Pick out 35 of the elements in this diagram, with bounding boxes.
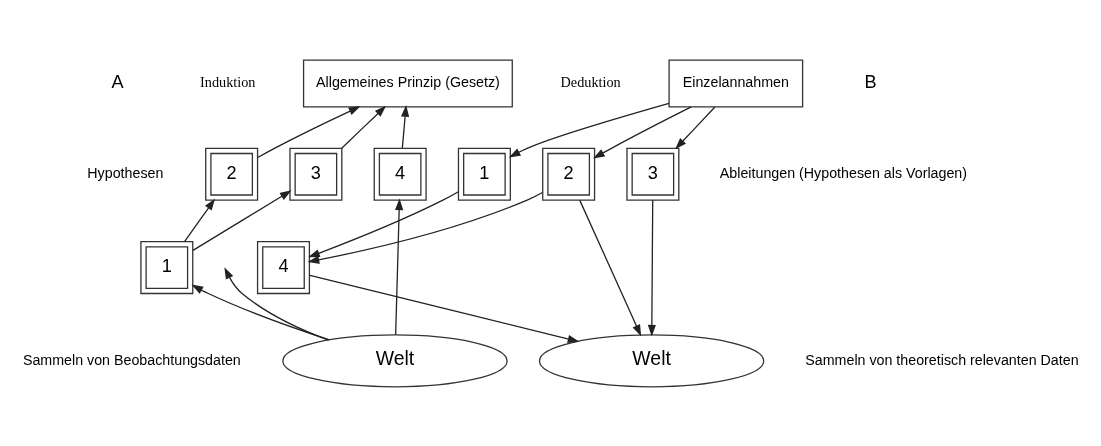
arrow — [341, 105, 387, 149]
node-box: Einzelannahmen — [668, 59, 804, 107]
node-box: 4 — [373, 147, 427, 201]
label: Sammeln von Beobachtungsdaten — [22, 351, 241, 368]
arrow — [257, 105, 361, 158]
node-box: 2 — [205, 147, 259, 201]
arrow — [224, 266, 329, 341]
arrow — [309, 274, 580, 343]
arrow — [401, 104, 410, 149]
node-box: Allgemeines Prinzip (Gesetz) — [302, 59, 513, 107]
arrow — [191, 284, 330, 340]
arrow — [579, 199, 642, 336]
arrow — [307, 191, 544, 264]
node-box: 3 — [626, 147, 680, 201]
node-box: 1 — [457, 147, 511, 201]
label: B — [864, 71, 877, 92]
arrow — [593, 105, 692, 159]
label: Sammeln von theoretisch relevanten Daten — [805, 351, 1079, 368]
arrow — [395, 197, 404, 335]
label: Induktion — [200, 73, 256, 90]
arrow — [675, 105, 716, 149]
node-box: 3 — [289, 147, 343, 201]
arrow — [647, 199, 656, 337]
label: Hypothesen — [87, 164, 164, 181]
arrow — [308, 190, 460, 257]
arrow — [192, 189, 292, 251]
node-box: 1 — [140, 240, 194, 294]
arrow — [183, 198, 216, 242]
arrow — [508, 102, 670, 158]
node-box: 4 — [256, 240, 311, 294]
label: A — [111, 71, 124, 92]
label: Deduktion — [560, 73, 621, 90]
label: Ableitungen (Hypothesen als Vorlagen) — [719, 164, 968, 181]
node-box: 2 — [542, 147, 596, 201]
node-ellipse: Welt — [282, 333, 508, 387]
